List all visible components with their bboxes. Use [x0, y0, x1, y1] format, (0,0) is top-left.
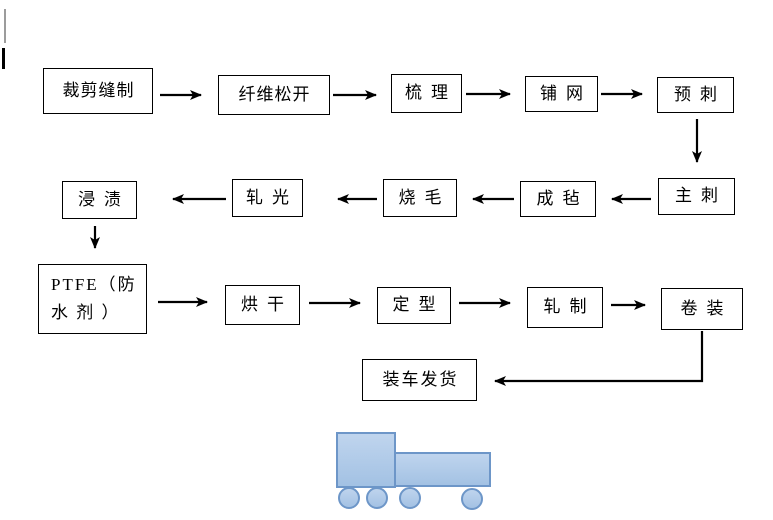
flow-node-cut-sew[interactable]: 裁剪缝制 — [43, 68, 153, 114]
flow-node-label: 裁剪缝制 — [62, 80, 135, 100]
truck-cab — [336, 432, 396, 488]
flow-node-label: 成毡 — [536, 188, 589, 208]
flow-node-label-line2: 水 剂 ） — [51, 302, 121, 322]
delivery-truck-illustration[interactable] — [336, 432, 491, 510]
flow-node-label: 轧制 — [543, 297, 596, 317]
flow-node-rolling[interactable]: 轧制 — [527, 287, 603, 328]
flow-node-label-line1: PTFE（防 — [51, 275, 137, 295]
truck-wheel-1 — [338, 487, 360, 509]
flow-node-drying[interactable]: 烘干 — [225, 285, 300, 325]
flow-node-felting[interactable]: 成毡 — [520, 181, 596, 217]
flow-node-winding[interactable]: 卷装 — [661, 288, 743, 330]
flow-node-label: 预刺 — [674, 84, 726, 104]
flow-node-pre-needling[interactable]: 预刺 — [657, 77, 734, 113]
truck-wheel-4 — [461, 488, 483, 510]
flow-node-label: 定型 — [392, 295, 445, 315]
flow-node-carding[interactable]: 梳理 — [391, 74, 462, 113]
flow-node-label: 烧毛 — [398, 187, 451, 207]
flow-node-shipping[interactable]: 装车发货 — [362, 359, 477, 401]
flow-node-calendering[interactable]: 轧光 — [232, 179, 303, 217]
arrow-winding-to-shipping — [494, 331, 704, 386]
text-cursor-mark — [2, 48, 5, 69]
truck-wheel-3 — [399, 487, 421, 509]
flow-node-label: 烘干 — [241, 294, 293, 314]
flow-node-ptfe[interactable]: PTFE（防 水 剂 ） — [38, 264, 147, 334]
flow-node-setting[interactable]: 定型 — [377, 287, 451, 324]
flow-node-web-laying[interactable]: 铺网 — [525, 76, 598, 112]
flow-node-label: 纤维松开 — [238, 84, 311, 104]
flow-node-label: 铺网 — [540, 83, 592, 103]
flow-node-label: 浸渍 — [78, 189, 130, 209]
flow-node-impregnation[interactable]: 浸渍 — [62, 181, 137, 219]
margin-mark — [4, 9, 6, 43]
flow-node-label: 轧光 — [246, 187, 298, 207]
flow-node-label: 卷装 — [680, 298, 733, 318]
flow-node-label: 主刺 — [675, 186, 727, 206]
truck-wheel-2 — [366, 487, 388, 509]
flow-node-fiber-loosen[interactable]: 纤维松开 — [218, 75, 330, 115]
flow-node-label: 梳理 — [405, 83, 457, 103]
flow-node-singeing[interactable]: 烧毛 — [383, 179, 457, 217]
flow-node-label: 装车发货 — [382, 369, 459, 389]
truck-trailer — [394, 452, 491, 487]
flow-node-main-needling[interactable]: 主刺 — [658, 178, 735, 215]
